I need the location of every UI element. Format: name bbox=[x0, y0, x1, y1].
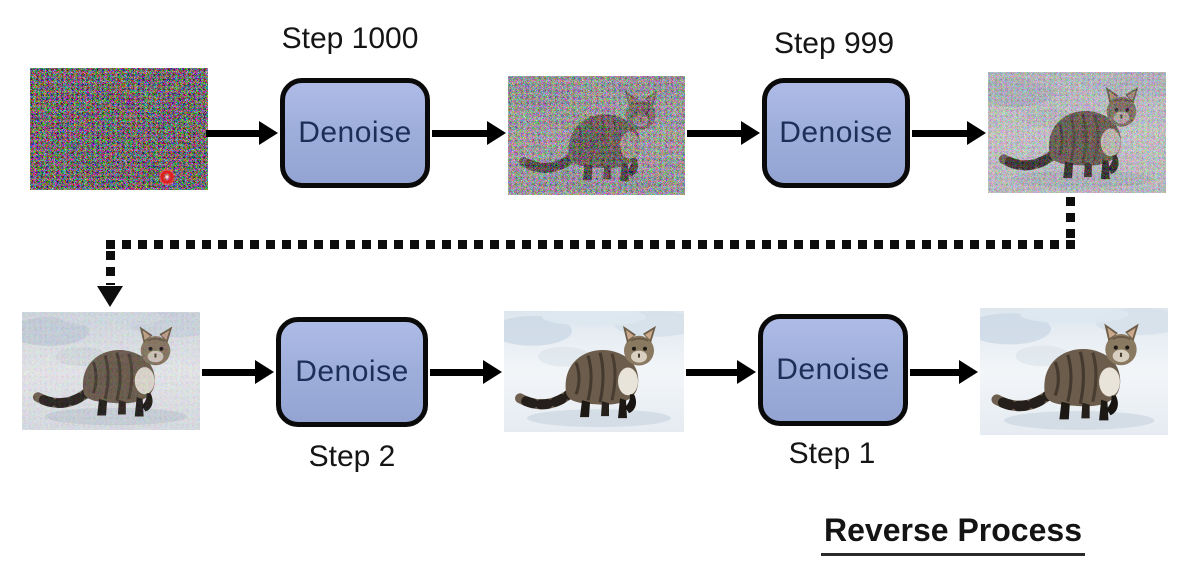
right-arrow-icon bbox=[432, 121, 506, 145]
right-arrow-icon bbox=[912, 121, 986, 145]
dashed-connector-vertical-left bbox=[106, 251, 115, 285]
denoise-box-step-999: Denoise bbox=[762, 78, 910, 188]
denoise-box-step-2: Denoise bbox=[276, 317, 428, 427]
cat-clean-image bbox=[504, 311, 684, 432]
arrow-head bbox=[255, 360, 274, 384]
right-arrow-icon bbox=[430, 360, 502, 384]
denoise-box-step-1000: Denoise bbox=[280, 78, 430, 188]
step-1000-label: Step 1000 bbox=[281, 22, 419, 55]
cat-near-clean-image bbox=[22, 312, 200, 430]
dashed-connector-vertical-right bbox=[1066, 197, 1075, 241]
arrow-head bbox=[967, 121, 986, 145]
dashed-connector-down-arrowhead bbox=[97, 286, 123, 307]
denoise-box-label: Denoise bbox=[298, 116, 412, 149]
arrow-shaft bbox=[910, 368, 959, 376]
arrow-shaft bbox=[432, 129, 487, 137]
arrow-head bbox=[259, 121, 278, 145]
arrow-shaft bbox=[430, 368, 483, 376]
right-arrow-icon bbox=[202, 360, 274, 384]
right-arrow-icon bbox=[687, 121, 760, 145]
arrow-shaft bbox=[912, 129, 967, 137]
denoise-box-label: Denoise bbox=[295, 355, 409, 388]
right-arrow-icon bbox=[910, 360, 978, 384]
arrow-head bbox=[741, 121, 760, 145]
arrow-head bbox=[483, 360, 502, 384]
denoise-box-label: Denoise bbox=[776, 353, 890, 386]
denoise-box-step-1: Denoise bbox=[758, 314, 908, 426]
arrow-shaft bbox=[686, 368, 737, 376]
cat-light-noise-image bbox=[988, 72, 1166, 193]
denoise-box-label: Denoise bbox=[779, 116, 893, 149]
caption-text: Reverse Process bbox=[821, 512, 1085, 556]
right-arrow-icon bbox=[686, 360, 756, 384]
red-record-marker-icon bbox=[159, 169, 175, 185]
arrow-head bbox=[737, 360, 756, 384]
step-2-label: Step 2 bbox=[308, 440, 396, 473]
step-1-label: Step 1 bbox=[788, 437, 876, 470]
dashed-connector-horizontal bbox=[106, 240, 1075, 249]
arrow-shaft bbox=[202, 368, 255, 376]
arrow-head bbox=[487, 121, 506, 145]
right-arrow-icon bbox=[206, 121, 278, 145]
caption: Reverse Process bbox=[780, 512, 1126, 556]
step-999-label: Step 999 bbox=[773, 27, 895, 60]
cat-heavy-noise-image bbox=[508, 76, 685, 195]
arrow-shaft bbox=[687, 129, 741, 137]
arrow-shaft bbox=[206, 129, 259, 137]
cat-final-image bbox=[980, 308, 1168, 435]
arrow-head bbox=[959, 360, 978, 384]
pure-noise-image bbox=[30, 68, 208, 190]
